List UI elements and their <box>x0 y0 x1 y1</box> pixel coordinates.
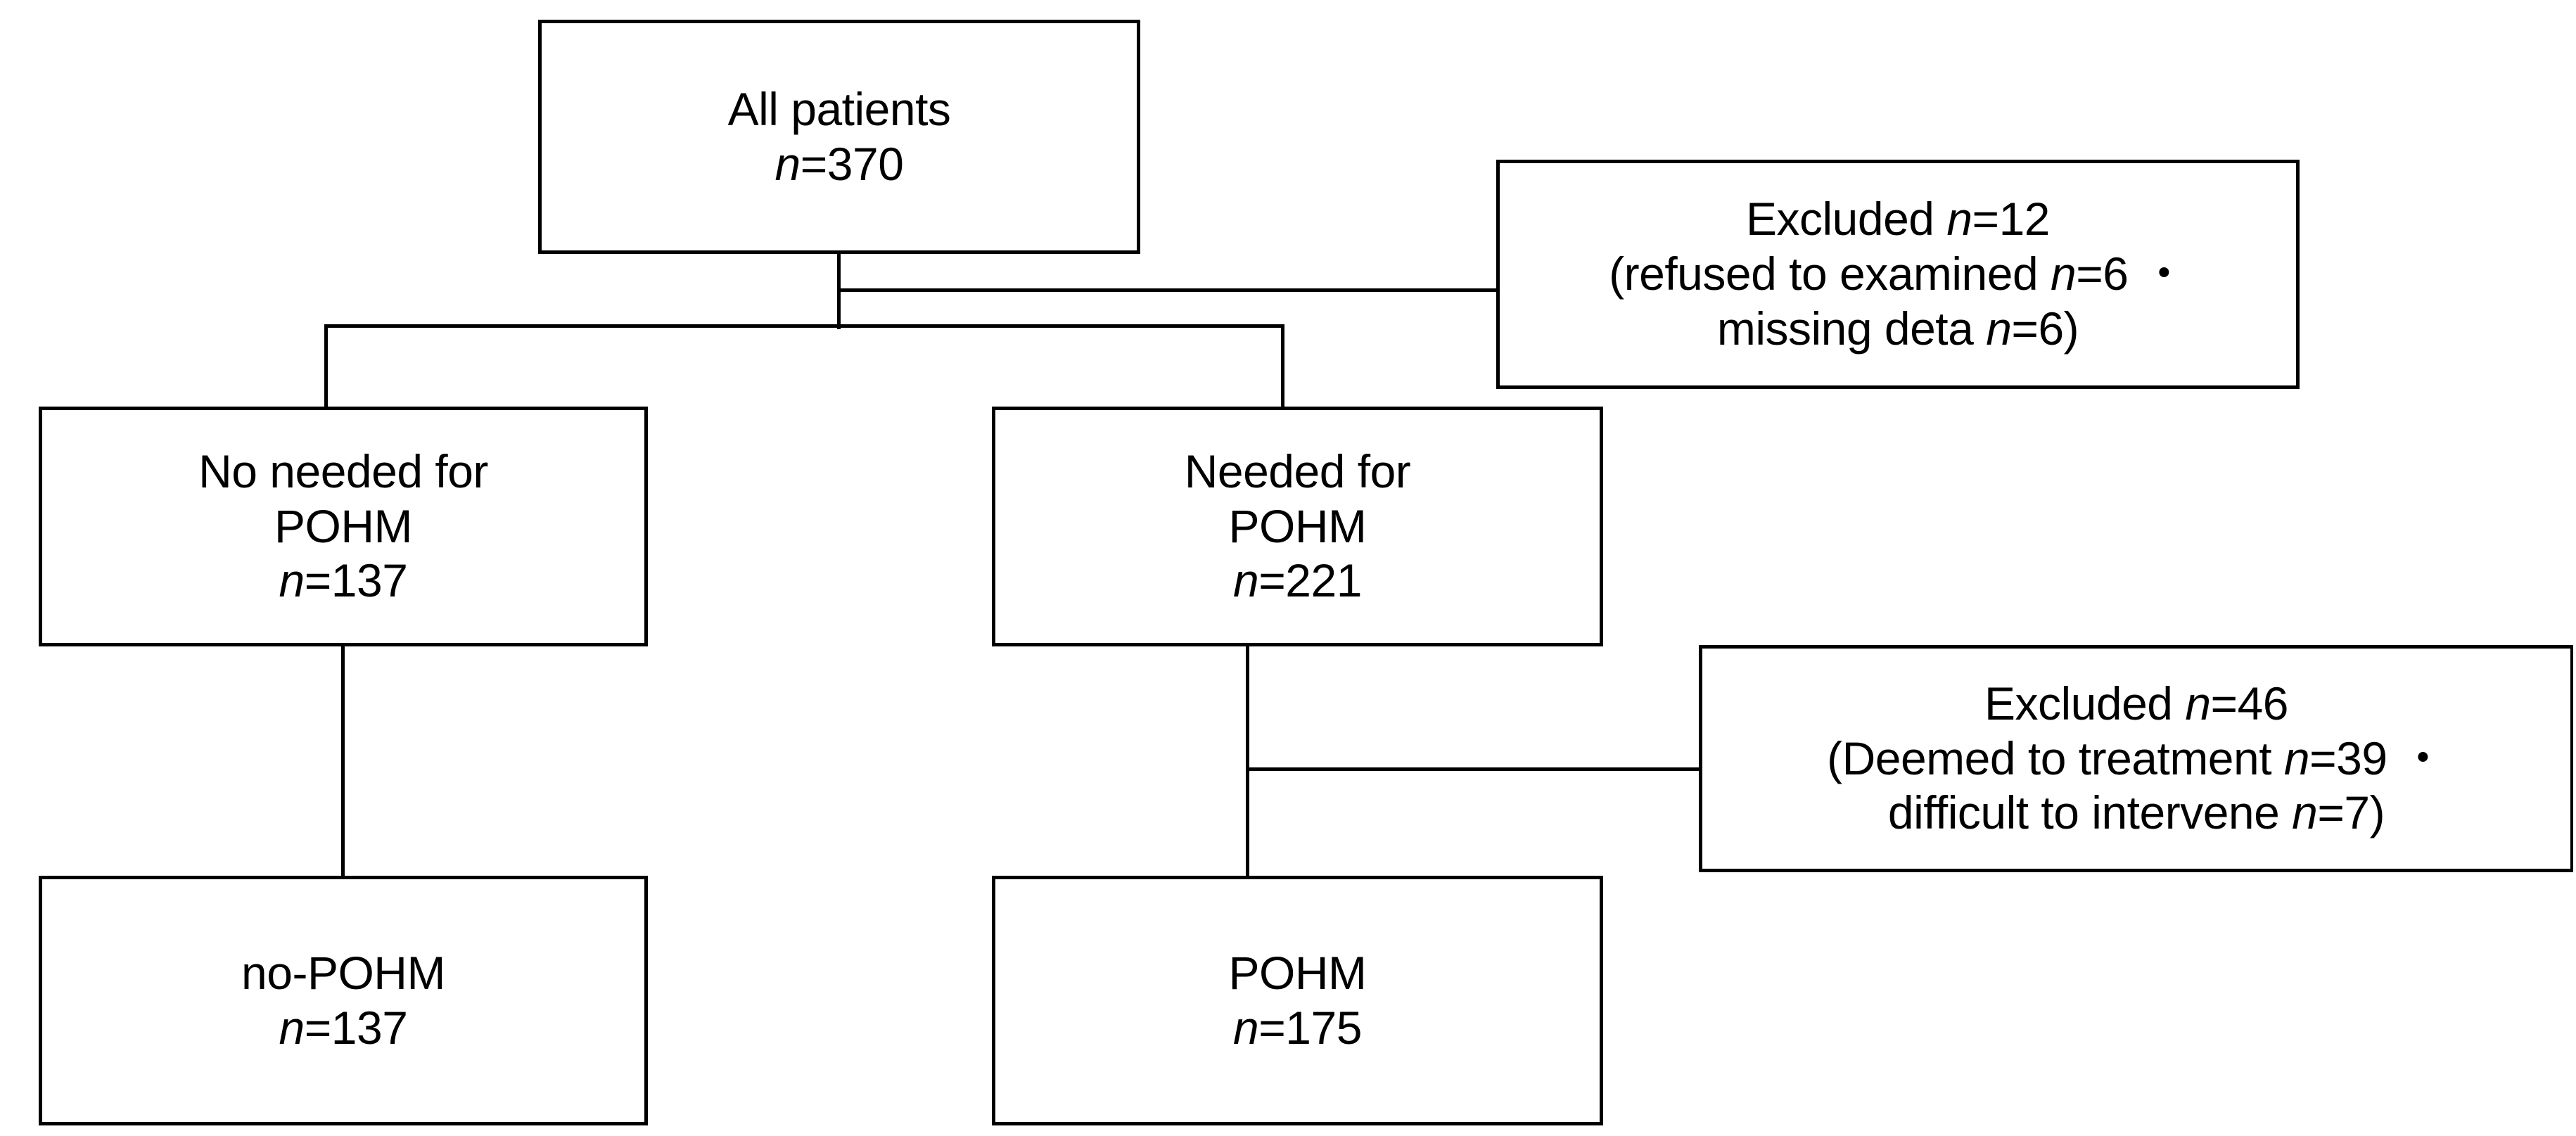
node-pohm[interactable]: POHM n=175 <box>992 876 1603 1125</box>
connector-no-needed-to-no-pohm <box>341 644 345 878</box>
node-no-needed-count: n=137 <box>279 554 408 608</box>
connector-to-excluded-2 <box>1246 767 1702 771</box>
italic-n: n <box>1946 193 1972 245</box>
count-value: =46 <box>2210 677 2289 729</box>
node-no-pohm[interactable]: no-POHM n=137 <box>39 876 648 1125</box>
count-value: =137 <box>304 554 408 607</box>
node-no-needed-for-pohm[interactable]: No needed for POHM n=137 <box>39 407 648 646</box>
reason-label: (refused to examined <box>1609 248 2051 300</box>
italic-n: n <box>1233 1001 1259 1054</box>
node-excluded-second-line3: difficult to intervene n=7) <box>1888 786 2385 841</box>
node-all-patients[interactable]: All patients n=370 <box>538 20 1140 254</box>
italic-n: n <box>1986 302 2012 355</box>
node-excluded-second[interactable]: Excluded n=46 (Deemed to treatment n=39 … <box>1699 645 2573 872</box>
node-pohm-title: POHM <box>1228 946 1367 999</box>
count-value: =6 ・ <box>2076 248 2187 300</box>
reason-label: missing deta <box>1716 302 1987 355</box>
node-no-pohm-count: n=137 <box>279 1001 408 1056</box>
italic-n: n <box>2185 677 2211 729</box>
excluded-label: Excluded <box>1984 677 2186 729</box>
italic-n: n <box>279 1001 305 1054</box>
connector-split-bar <box>324 324 1284 328</box>
node-excluded-first-line2: (refused to examined n=6 ・ <box>1609 247 2187 302</box>
node-excluded-first-line1: Excluded n=12 <box>1745 192 2051 247</box>
node-excluded-first-line3: missing deta n=6) <box>1717 302 2079 357</box>
count-value: =39 ・ <box>2309 732 2446 784</box>
node-excluded-second-line1: Excluded n=46 <box>1984 677 2289 732</box>
count-value: =137 <box>304 1001 408 1054</box>
italic-n: n <box>1233 554 1259 607</box>
node-all-patients-count: n=370 <box>775 137 904 192</box>
italic-n: n <box>2051 248 2077 300</box>
node-no-pohm-title: no-POHM <box>241 946 445 999</box>
count-value: =7) <box>2317 786 2385 839</box>
node-needed-for-pohm[interactable]: Needed for POHM n=221 <box>992 407 1603 646</box>
node-excluded-second-line2: (Deemed to treatment n=39 ・ <box>1827 732 2446 786</box>
reason-label: (Deemed to treatment <box>1827 732 2284 784</box>
node-no-needed-line1: No needed for <box>198 445 488 497</box>
connector-arm-left <box>324 324 328 409</box>
connector-needed-to-pohm <box>1246 644 1249 878</box>
italic-n: n <box>774 137 801 190</box>
node-excluded-first[interactable]: Excluded n=12 (refused to examined n=6 ・… <box>1496 160 2300 389</box>
node-needed-count: n=221 <box>1233 554 1362 608</box>
connector-arm-right <box>1281 324 1284 409</box>
excluded-label: Excluded <box>1745 193 1947 245</box>
node-needed-line1: Needed for <box>1184 445 1411 497</box>
count-value: =221 <box>1258 554 1362 607</box>
node-all-patients-title: All patients <box>727 82 951 135</box>
node-no-needed-line2: POHM <box>274 499 413 552</box>
count-value: =12 <box>1972 193 2051 245</box>
count-value: =175 <box>1258 1001 1362 1054</box>
reason-label: difficult to intervene <box>1887 786 2293 839</box>
count-value: =370 <box>800 137 904 190</box>
node-needed-line2: POHM <box>1228 499 1367 552</box>
italic-n: n <box>279 554 305 607</box>
count-value: =6) <box>2011 302 2079 355</box>
italic-n: n <box>2292 786 2318 839</box>
node-pohm-count: n=175 <box>1233 1001 1362 1056</box>
connector-to-excluded-1 <box>837 288 1498 292</box>
italic-n: n <box>2283 732 2310 784</box>
